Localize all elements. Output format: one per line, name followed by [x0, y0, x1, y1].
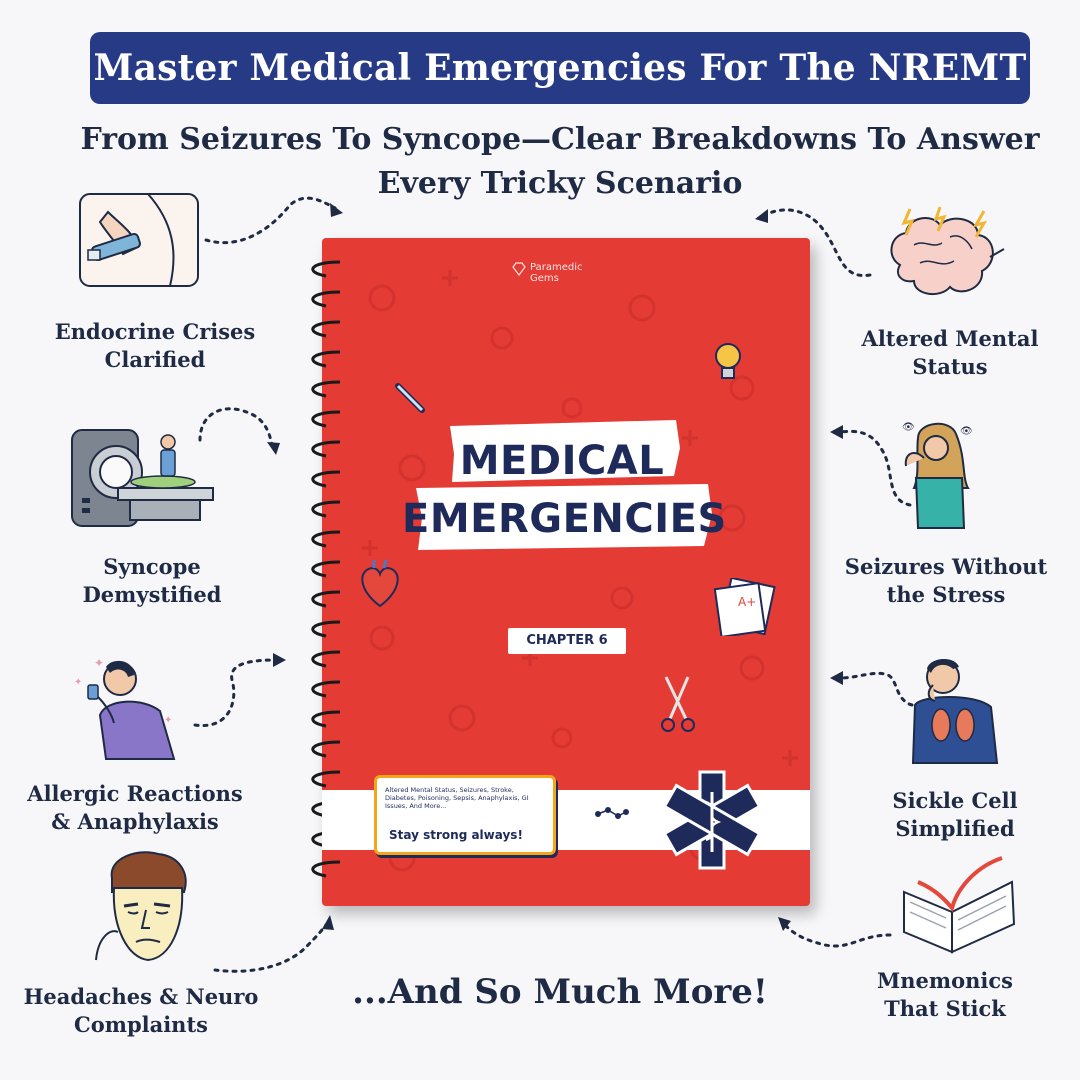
label-line: Mnemonics — [877, 968, 1013, 993]
label-line: Syncope — [103, 554, 201, 579]
label-syncope: Syncope Demystified — [30, 553, 274, 609]
label-allergic-reactions: Allergic Reactions & Anaphylaxis — [10, 780, 260, 836]
graded-paper-icon: A+ — [713, 578, 776, 636]
label-altered-mental-status: Altered Mental Status — [840, 325, 1060, 381]
scissors-icon — [661, 676, 695, 732]
light-bulb-icon — [715, 343, 741, 379]
label-line: Sickle Cell — [892, 788, 1018, 813]
svg-text:👁: 👁 — [902, 422, 915, 433]
subtitle-line-1: From Seizures To Syncope—Clear Breakdown… — [80, 122, 1040, 157]
label-sickle-cell: Sickle Cell Simplified — [850, 787, 1060, 843]
coughing-man-lungs-icon — [911, 658, 999, 764]
star-of-life-icon — [662, 770, 762, 870]
svg-text:✦: ✦ — [164, 715, 172, 726]
open-book-icon — [903, 856, 1016, 954]
label-line: & Anaphylaxis — [51, 809, 219, 834]
header-title: Master Medical Emergencies For The NREMT — [93, 47, 1027, 89]
header-banner: Master Medical Emergencies For The NREMT — [90, 32, 1030, 104]
label-line: Seizures Without — [844, 554, 1048, 579]
gem-icon — [512, 262, 526, 276]
topics-note-card: Altered Mental Status, Seizures, Stroke,… — [374, 775, 556, 855]
book-title-line-2: EMERGENCIES — [402, 496, 727, 542]
subtitle-line-2: Every Tricky Scenario — [377, 166, 743, 201]
svg-text:✦: ✦ — [74, 677, 82, 688]
label-line: That Stick — [884, 996, 1006, 1021]
book-title: MEDICAL EMERGENCIES — [402, 432, 727, 548]
brand-name-line-2: Gems — [530, 273, 559, 284]
label-line: Altered Mental — [861, 326, 1039, 351]
heart-icon — [361, 559, 399, 608]
note-motto: Stay strong always! — [389, 828, 523, 842]
cover-pattern — [362, 270, 798, 872]
svg-text:👁: 👁 — [960, 426, 973, 437]
label-line: Demystified — [82, 582, 222, 607]
title-paper-strips — [416, 420, 712, 550]
molecule-icon — [595, 807, 629, 819]
label-line: Complaints — [74, 1012, 208, 1037]
epipen-injection-icon — [79, 193, 199, 287]
label-line: Clarified — [104, 347, 206, 372]
brand-name-line-1: Paramedic — [530, 262, 583, 273]
label-mnemonics: Mnemonics That Stick — [840, 967, 1050, 1023]
chapter-label: CHAPTER 6 — [508, 628, 626, 654]
inhaler-person-icon: ✦ ✦ ✦ — [74, 656, 176, 760]
brand-logo: Paramedic Gems — [512, 262, 583, 284]
note-topics-text: Altered Mental Status, Seizures, Stroke,… — [385, 786, 529, 810]
label-line: the Stress — [886, 582, 1006, 607]
syringe-icon — [395, 383, 425, 413]
label-line: Headaches & Neuro — [23, 984, 259, 1009]
stressed-woman-icon: 👁 👁 — [902, 422, 973, 529]
brain-lightning-icon — [890, 206, 1005, 296]
book-title-line-1: MEDICAL — [459, 438, 665, 484]
subtitle: From Seizures To Syncope—Clear Breakdown… — [60, 118, 1060, 206]
footer-text: ...And So Much More! — [352, 972, 768, 1012]
label-headaches: Headaches & Neuro Complaints — [10, 983, 272, 1039]
label-seizures: Seizures Without the Stress — [830, 553, 1062, 609]
label-line: Endocrine Crises — [54, 319, 256, 344]
label-endocrine-crises: Endocrine Crises Clarified — [40, 318, 270, 374]
label-line: Status — [912, 354, 988, 379]
label-line: Simplified — [895, 816, 1015, 841]
headache-face-icon — [95, 851, 187, 962]
svg-text:A+: A+ — [738, 595, 756, 609]
mri-scanner-icon — [71, 429, 214, 527]
svg-text:✦: ✦ — [94, 656, 104, 670]
label-line: Allergic Reactions — [27, 781, 243, 806]
spiral-binding — [311, 260, 341, 878]
